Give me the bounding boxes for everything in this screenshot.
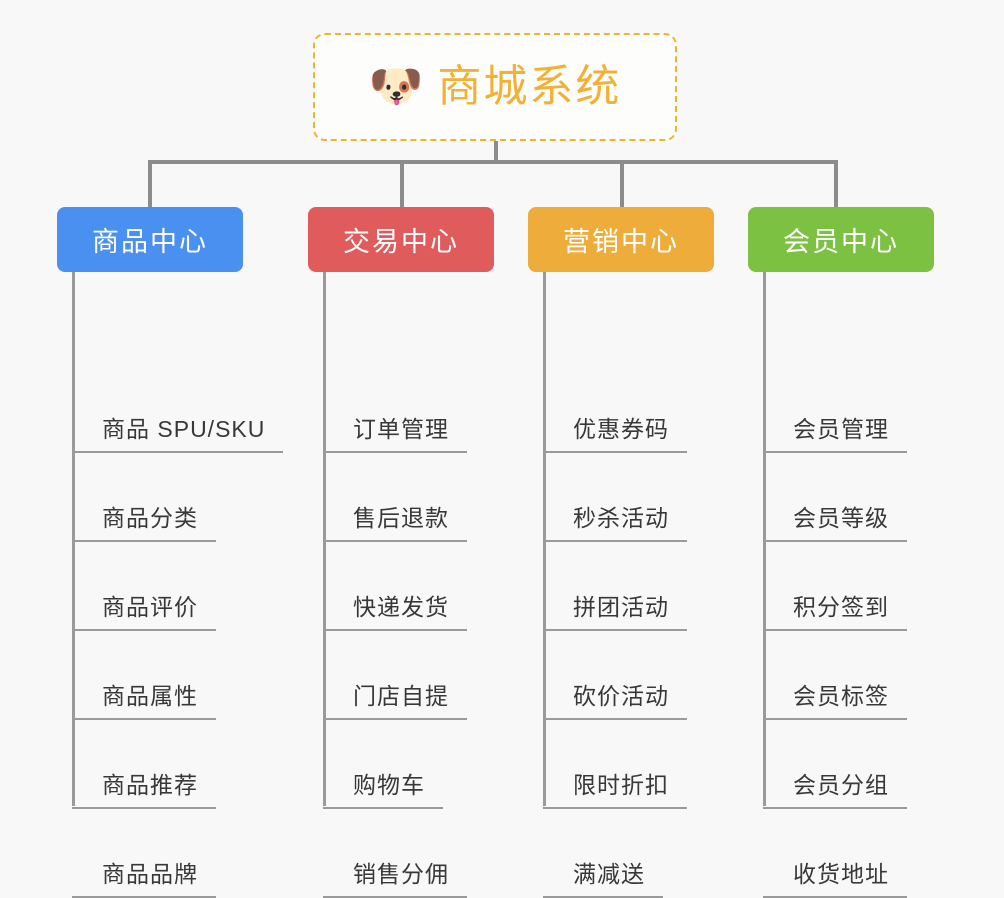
category-label: 商品中心	[92, 227, 208, 257]
branch-column-3: 营销中心优惠券码秒杀活动拼团活动砍价活动限时折扣满减送	[528, 207, 714, 898]
branch-column-2: 交易中心订单管理售后退款快递发货门店自提购物车销售分佣	[308, 207, 494, 898]
leaf-underline: 商品属性	[72, 683, 216, 720]
connector-horizontal-bus	[148, 160, 836, 164]
leaf-label: 砍价活动	[573, 683, 669, 710]
branch-trunk-2	[323, 272, 326, 806]
leaf-item[interactable]: 优惠券码	[543, 364, 687, 453]
branch-trunk-3	[543, 272, 546, 806]
leaf-underline: 商品评价	[72, 594, 216, 631]
leaf-label: 订单管理	[353, 416, 449, 443]
leaf-underline: 优惠券码	[543, 416, 687, 453]
leaf-underline: 积分签到	[763, 594, 907, 631]
leaf-underline: 订单管理	[323, 416, 467, 453]
leaf-label: 商品 SPU/SKU	[102, 416, 266, 443]
connector-root-stem	[494, 141, 498, 163]
leaf-item[interactable]: 商品分类	[72, 453, 216, 542]
leaf-label: 售后退款	[353, 505, 449, 532]
connector-drop-2	[400, 160, 404, 208]
category-box-2[interactable]: 交易中心	[308, 207, 494, 272]
leaf-label: 限时折扣	[573, 772, 669, 799]
leaf-underline: 会员分组	[763, 772, 907, 809]
category-box-4[interactable]: 会员中心	[748, 207, 934, 272]
leaf-item[interactable]: 会员分组	[763, 720, 907, 809]
leaf-item[interactable]: 满减送	[543, 809, 663, 898]
leaf-item[interactable]: 购物车	[323, 720, 443, 809]
connector-drop-4	[834, 160, 838, 208]
branch-column-1: 商品中心商品 SPU/SKU 商品分类商品评价商品属性商品推荐商品品牌	[57, 207, 284, 898]
leaf-underline: 拼团活动	[543, 594, 687, 631]
leaf-item[interactable]: 收货地址	[763, 809, 907, 898]
leaf-label: 会员分组	[793, 772, 889, 799]
leaf-label: 商品评价	[102, 594, 198, 621]
leaf-item[interactable]: 会员标签	[763, 631, 907, 720]
leaf-label: 快递发货	[353, 594, 449, 621]
leaf-underline: 砍价活动	[543, 683, 687, 720]
leaf-underline: 收货地址	[763, 861, 907, 898]
leaf-underline: 销售分佣	[323, 861, 467, 898]
leaf-item[interactable]: 拼团活动	[543, 542, 687, 631]
leaf-underline: 快递发货	[323, 594, 467, 631]
leaf-underline: 会员管理	[763, 416, 907, 453]
leaf-item[interactable]: 商品 SPU/SKU	[72, 364, 284, 453]
category-label: 交易中心	[343, 227, 459, 257]
leaf-label: 会员管理	[793, 416, 889, 443]
leaf-item[interactable]: 门店自提	[323, 631, 467, 720]
category-label: 营销中心	[563, 227, 679, 257]
leaf-item[interactable]: 商品推荐	[72, 720, 216, 809]
leaf-underline: 商品分类	[72, 505, 216, 542]
leaf-underline: 购物车	[323, 772, 443, 809]
branch-trunk-1	[72, 272, 75, 806]
leaf-item[interactable]: 售后退款	[323, 453, 467, 542]
connector-drop-3	[620, 160, 624, 208]
category-label: 会员中心	[783, 227, 899, 257]
leaf-item[interactable]: 商品属性	[72, 631, 216, 720]
leaf-underline: 商品 SPU/SKU	[72, 416, 284, 453]
leaf-item[interactable]: 商品评价	[72, 542, 216, 631]
leaf-underline: 会员等级	[763, 505, 907, 542]
leaf-label: 购物车	[353, 772, 425, 799]
leaf-label: 商品分类	[102, 505, 198, 532]
leaf-underline: 会员标签	[763, 683, 907, 720]
leaf-label: 商品推荐	[102, 772, 198, 799]
leaf-label: 收货地址	[793, 861, 889, 888]
leaf-underline: 门店自提	[323, 683, 467, 720]
leaf-item[interactable]: 快递发货	[323, 542, 467, 631]
leaf-label: 商品属性	[102, 683, 198, 710]
category-box-3[interactable]: 营销中心	[528, 207, 714, 272]
dog-face-icon: 🐶	[368, 62, 424, 111]
leaf-item[interactable]: 砍价活动	[543, 631, 687, 720]
leaf-label: 会员标签	[793, 683, 889, 710]
leaf-item[interactable]: 会员等级	[763, 453, 907, 542]
mindmap-canvas: 🐶 商城系统 商品中心商品 SPU/SKU 商品分类商品评价商品属性商品推荐商品品…	[57, 33, 934, 898]
leaf-underline: 商品推荐	[72, 772, 216, 809]
leaf-underline: 秒杀活动	[543, 505, 687, 542]
leaf-label: 会员等级	[793, 505, 889, 532]
leaf-label: 优惠券码	[573, 416, 669, 443]
branch-trunk-4	[763, 272, 766, 806]
leaf-underline: 售后退款	[323, 505, 467, 542]
branch-column-4: 会员中心会员管理会员等级积分签到会员标签会员分组收货地址	[748, 207, 934, 898]
leaf-label: 商品品牌	[102, 861, 198, 888]
leaf-label: 积分签到	[793, 594, 889, 621]
connector-drop-1	[148, 160, 152, 208]
leaf-underline: 满减送	[543, 861, 663, 898]
leaf-item[interactable]: 订单管理	[323, 364, 467, 453]
leaf-underline: 限时折扣	[543, 772, 687, 809]
leaf-label: 拼团活动	[573, 594, 669, 621]
leaf-item[interactable]: 积分签到	[763, 542, 907, 631]
leaf-item[interactable]: 限时折扣	[543, 720, 687, 809]
root-node[interactable]: 🐶 商城系统	[313, 33, 677, 141]
leaf-label: 满减送	[573, 861, 645, 888]
leaf-item[interactable]: 商品品牌	[72, 809, 216, 898]
leaf-label: 秒杀活动	[573, 505, 669, 532]
leaf-item[interactable]: 秒杀活动	[543, 453, 687, 542]
leaf-item[interactable]: 销售分佣	[323, 809, 467, 898]
root-title: 商城系统	[437, 62, 622, 111]
leaf-label: 门店自提	[353, 683, 449, 710]
category-box-1[interactable]: 商品中心	[57, 207, 243, 272]
leaf-item[interactable]: 会员管理	[763, 364, 907, 453]
leaf-underline: 商品品牌	[72, 861, 216, 898]
leaf-label: 销售分佣	[353, 861, 449, 888]
